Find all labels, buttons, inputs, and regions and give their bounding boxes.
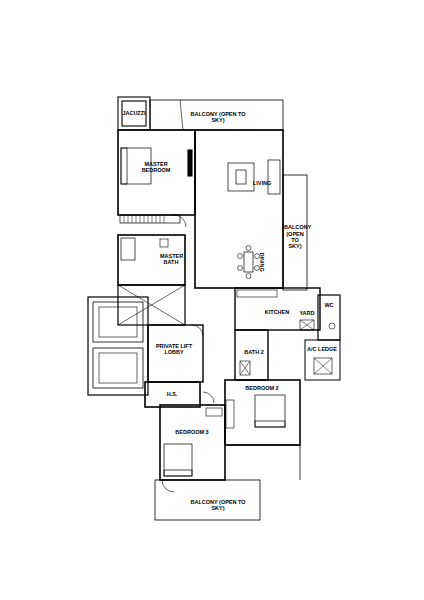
- room-label: WC: [320, 302, 338, 308]
- room-wall: [118, 130, 195, 215]
- shaft-cross: [118, 285, 185, 325]
- dining-chairs: [238, 246, 260, 279]
- balcony-outline: [155, 480, 260, 520]
- room-label: MASTER BEDROOM: [136, 161, 176, 174]
- room-label: BALCONY (OPEN TO SKY): [188, 499, 248, 512]
- ac-ledge: [305, 340, 340, 380]
- shower-cross: [240, 361, 250, 375]
- bed-headboard: [121, 148, 127, 184]
- kitchen-counter: [237, 290, 277, 297]
- room-label: KITCHEN: [257, 309, 297, 315]
- shaft-cross: [118, 285, 185, 325]
- wall-extension: [225, 445, 300, 480]
- wardrobe-hatch: [124, 215, 164, 223]
- household-shelter: [145, 382, 200, 407]
- wc-symbol: [329, 323, 335, 329]
- bed-headboard: [255, 421, 285, 427]
- room-label: BALCONY (OPEN TO SKY): [284, 224, 306, 249]
- yard-washer: [300, 320, 314, 330]
- room-label: LIVING: [247, 180, 277, 186]
- ac-unit: [314, 358, 332, 374]
- door-swing: [192, 325, 203, 336]
- bed-symbol: [164, 444, 192, 476]
- dining-table: [244, 252, 253, 272]
- room-wall: [148, 325, 203, 382]
- room-label: A/C LEDGE: [306, 346, 338, 352]
- shower: [240, 361, 250, 375]
- yard-cross: [300, 320, 314, 330]
- wc-symbol: [160, 239, 168, 247]
- ac-cross: [314, 358, 332, 374]
- wardrobe: [226, 400, 234, 428]
- tv-console: [188, 150, 192, 176]
- room-label: YARD: [297, 310, 317, 316]
- coffee-table: [236, 170, 246, 184]
- room-label: JACUZZI: [119, 110, 149, 116]
- room-label: BALCONY (OPEN TO SKY): [188, 111, 248, 124]
- shower-cross: [240, 361, 250, 375]
- balcony-outline: [283, 175, 307, 290]
- sofa-symbol: [228, 163, 254, 191]
- balcony-outline: [150, 100, 283, 130]
- door-swing: [203, 392, 214, 403]
- door-line: [180, 100, 183, 130]
- room-wall: [235, 288, 320, 330]
- wardrobe: [120, 215, 180, 223]
- bed-headboard: [164, 470, 192, 476]
- shaft: [118, 285, 185, 325]
- room-wall: [118, 235, 185, 285]
- room-label: BEDROOM 2: [237, 385, 287, 391]
- room-wall: [195, 130, 283, 288]
- door-swing: [162, 480, 174, 492]
- room-label: PRIVATE LIFT LOBBY: [152, 343, 197, 356]
- bathtub: [121, 238, 135, 260]
- lift-core: [88, 297, 148, 395]
- room-wall: [318, 295, 340, 340]
- ac-cross: [314, 358, 332, 374]
- jacuzzi-outline: [118, 97, 150, 130]
- room-wall: [160, 405, 225, 480]
- room-label: BATH 2: [240, 349, 268, 355]
- room-label: BEDROOM 3: [167, 429, 217, 435]
- room-label: MASTER BATH: [160, 253, 182, 266]
- room-wall: [225, 380, 300, 445]
- wardrobe: [206, 408, 222, 416]
- lift-car: [93, 302, 143, 342]
- room-label: H.S.: [157, 391, 187, 397]
- yard-cross: [300, 320, 314, 330]
- room-label: DINING: [259, 247, 265, 277]
- lift-car: [93, 348, 143, 388]
- lift-car-inner: [99, 353, 137, 383]
- bed-symbol: [255, 395, 285, 427]
- sofa-symbol: [268, 160, 280, 194]
- door-swing: [174, 215, 186, 227]
- lift-car-inner: [99, 307, 137, 337]
- room-wall: [235, 330, 268, 380]
